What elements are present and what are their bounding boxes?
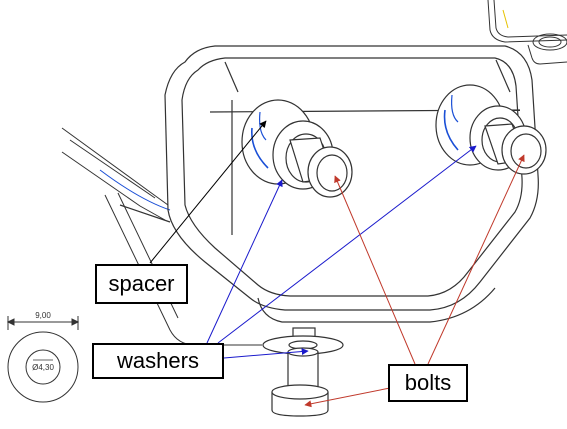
frame-fragment: [487, 0, 567, 65]
spacer-arrows: [149, 120, 267, 264]
right-fastener-stack: [435, 84, 547, 175]
washer-detail-drawing: [6, 316, 80, 403]
spacer-callout: spacer: [95, 264, 188, 304]
bolt-arrows: [304, 154, 525, 408]
washers-callout: washers: [92, 343, 224, 379]
washers-label: washers: [117, 348, 199, 373]
left-fastener-stack: [241, 99, 353, 198]
bolts-callout: bolts: [388, 364, 468, 402]
outer-diameter-label: 9,00: [35, 311, 51, 320]
bolts-label: bolts: [404, 370, 452, 395]
rail-fragment: [61, 127, 262, 346]
bottom-fastener: [262, 327, 344, 417]
spacer-label: spacer: [108, 271, 175, 296]
washer-arrows: [206, 145, 477, 359]
inner-diameter-label: Ø4,30: [32, 363, 54, 372]
